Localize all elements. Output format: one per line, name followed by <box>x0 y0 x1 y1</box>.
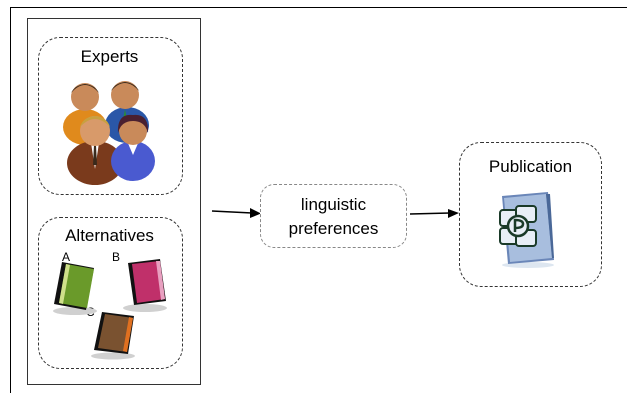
preferences-line1: linguistic <box>300 195 367 214</box>
preferences-box <box>260 184 407 248</box>
frame-top-border <box>10 7 627 8</box>
frame-left-border <box>10 7 11 393</box>
arrow-to-publication <box>409 209 459 218</box>
arrow-to-preferences <box>211 208 261 218</box>
alternative-label-a: A <box>62 250 71 264</box>
experts-people-icon <box>63 81 155 185</box>
preferences-line2: preferences <box>288 219 379 238</box>
alternative-book-a-icon <box>53 262 97 315</box>
alternative-book-b-icon <box>123 259 167 312</box>
publication-document-icon <box>499 192 554 268</box>
publication-title: Publication <box>488 157 573 176</box>
experts-title: Experts <box>80 47 139 66</box>
alternative-book-c-icon <box>91 312 135 360</box>
alternatives-title: Alternatives <box>65 226 154 245</box>
alternative-label-b: B <box>112 250 121 264</box>
